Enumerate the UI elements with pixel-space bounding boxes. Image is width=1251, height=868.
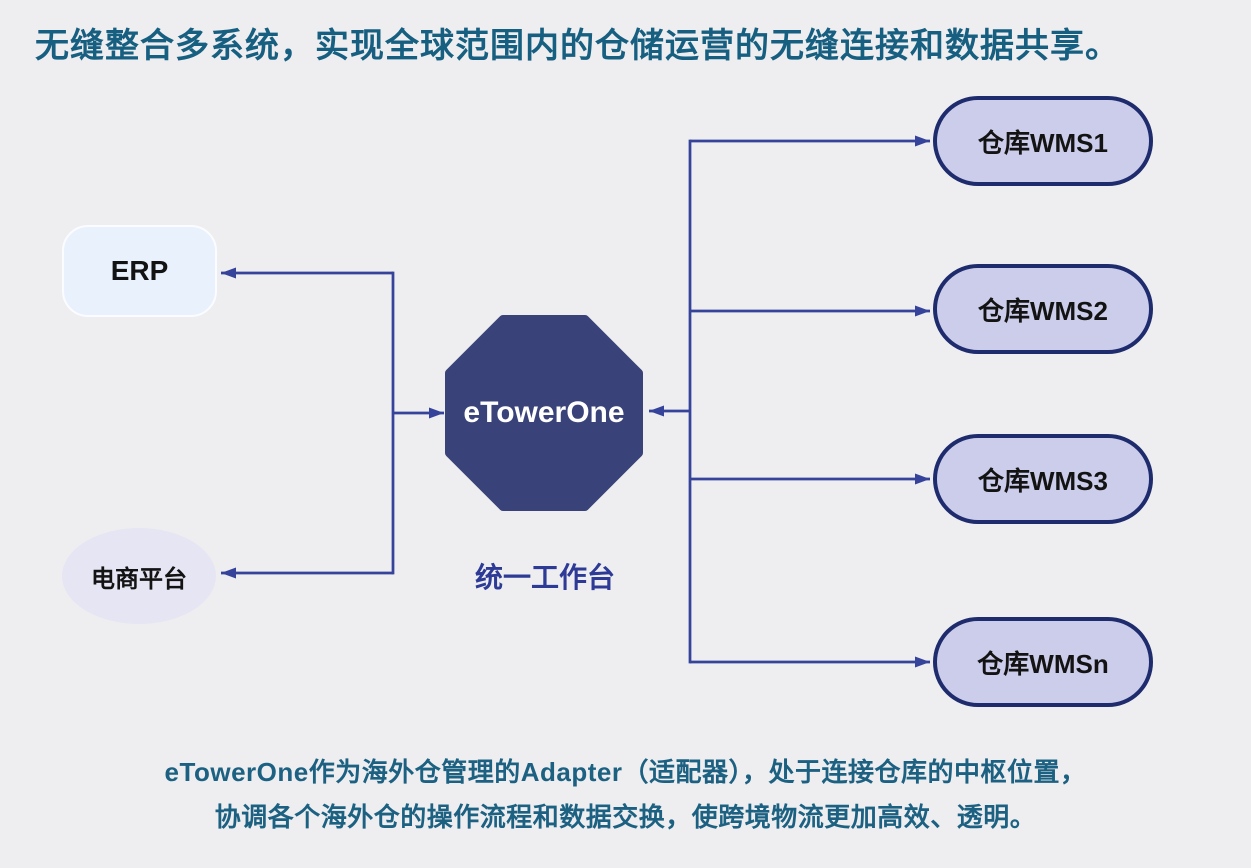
hub-octagon: eTowerOne <box>445 315 643 511</box>
hub-label: eTowerOne <box>463 396 625 429</box>
ecommerce-label: 电商平台 <box>91 565 187 593</box>
erp-label: ERP <box>110 255 169 286</box>
warehouse-node-wms1: 仓库WMS1 <box>933 96 1153 186</box>
warehouse-label-wmsn: 仓库WMSn <box>977 648 1109 679</box>
footer-description: eTowerOne作为海外仓管理的Adapter（适配器），处于连接仓库的中枢位… <box>0 750 1251 840</box>
warehouse-label-wms2: 仓库WMS2 <box>977 295 1108 326</box>
page-title: 无缝整合多系统，实现全球范围内的仓储运营的无缝连接和数据共享。 <box>35 27 1120 65</box>
footer-line-2: 协调各个海外仓的操作流程和数据交换，使跨境物流更加高效、透明。 <box>214 802 1037 832</box>
erp-node: ERP <box>62 225 217 317</box>
warehouse-label-wms1: 仓库WMS1 <box>977 127 1108 158</box>
warehouse-node-wmsn: 仓库WMSn <box>933 617 1153 707</box>
warehouse-node-wms2: 仓库WMS2 <box>933 264 1153 354</box>
footer-line-1: eTowerOne作为海外仓管理的Adapter（适配器），处于连接仓库的中枢位… <box>164 757 1087 787</box>
ecommerce-node: 电商平台 <box>62 528 216 624</box>
hub-caption: 统一工作台 <box>474 562 615 593</box>
warehouse-label-wms3: 仓库WMS3 <box>977 465 1108 496</box>
octagon-shape <box>445 315 643 511</box>
warehouse-node-wms3: 仓库WMS3 <box>933 434 1153 524</box>
